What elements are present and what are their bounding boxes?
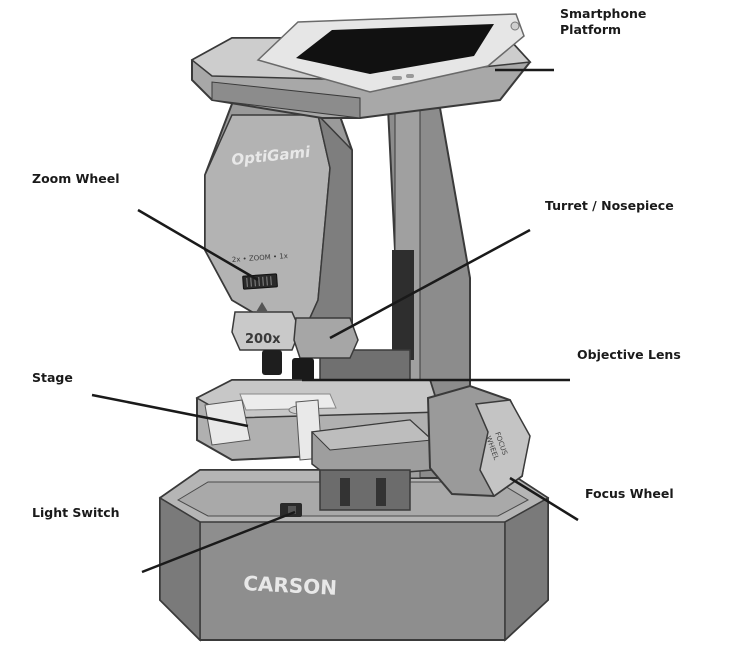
- leader-light-switch: [141, 510, 296, 574]
- label-smartphone-platform-line2: Platform: [560, 22, 622, 37]
- leader-lines: [91, 68, 579, 574]
- nosepiece-block: [293, 317, 359, 359]
- leader-zoom-wheel: [137, 208, 259, 282]
- leader-stage: [91, 393, 249, 428]
- zoom-wheel[interactable]: [242, 273, 278, 290]
- leader-turret-nosepiece: [329, 228, 531, 340]
- magnification-text: 200x: [245, 332, 281, 347]
- smartphone: [256, 13, 525, 93]
- label-light-switch: Light Switch: [32, 505, 120, 520]
- focus-wheel[interactable]: [426, 384, 531, 498]
- turret-nosepiece[interactable]: [231, 302, 301, 351]
- label-focus-wheel: Focus Wheel: [585, 486, 674, 501]
- label-objective-lens: Objective Lens: [577, 347, 681, 362]
- leader-focus-wheel: [509, 476, 579, 522]
- microscope-head: [204, 87, 353, 342]
- label-zoom-wheel: Zoom Wheel: [32, 171, 120, 186]
- stage-front-block: [310, 419, 434, 511]
- label-stage: Stage: [32, 370, 73, 385]
- label-turret-nosepiece: Turret / Nosepiece: [545, 198, 674, 213]
- label-smartphone-platform: Smartphone Platform: [560, 6, 646, 38]
- light-switch-slot: [280, 503, 302, 517]
- zoom-scale-text: 2x • ZOOM • 1x: [232, 252, 289, 264]
- base-brand-text: CARSON: [243, 571, 338, 600]
- label-smartphone-platform-line1: Smartphone: [560, 6, 647, 21]
